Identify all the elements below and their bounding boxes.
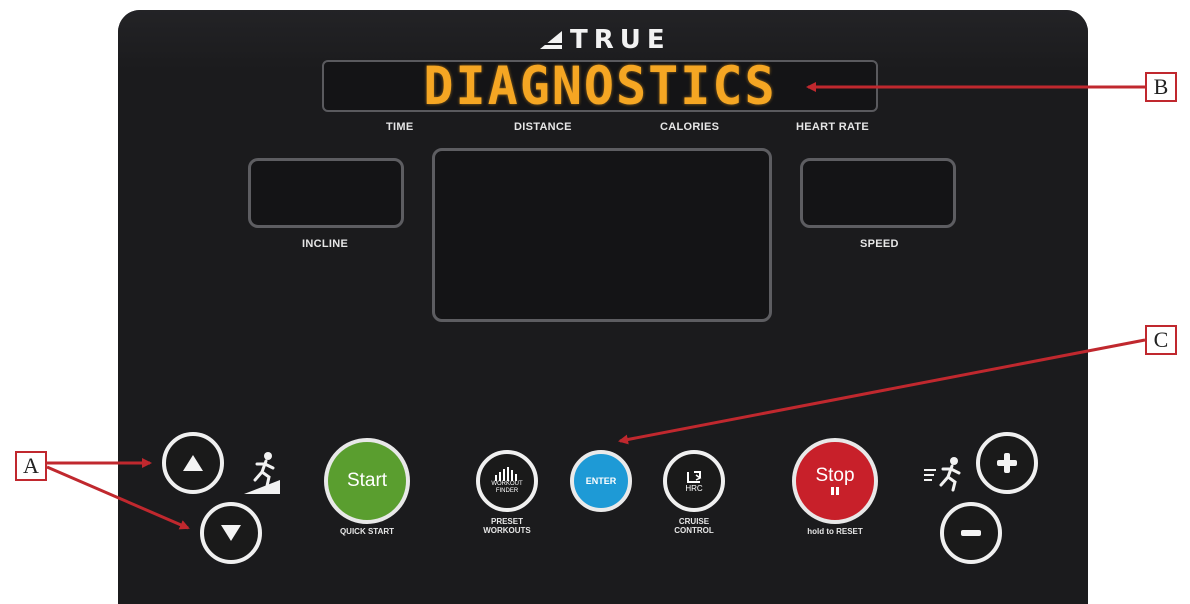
stop-button[interactable]: Stop — [792, 438, 878, 524]
minus-icon — [961, 530, 981, 536]
speed-window — [800, 158, 956, 228]
workout-finder-label-2: FINDER — [495, 488, 519, 494]
workout-finder-sublabel-1: PRESET — [490, 517, 523, 526]
center-display-window — [432, 148, 772, 322]
runner-incline-icon — [244, 452, 280, 494]
enter-button[interactable]: ENTER — [570, 450, 632, 512]
callout-b: B — [1145, 72, 1177, 102]
workout-finder-label-1: WORKOUT — [491, 481, 523, 487]
incline-down-button[interactable] — [200, 502, 262, 564]
runner-speed-icon — [924, 457, 961, 492]
label-heart-rate: HEART RATE — [796, 121, 870, 133]
incline-up-button[interactable] — [162, 432, 224, 494]
display-message: DIAGNOSTICS — [423, 55, 777, 117]
speed-up-button[interactable] — [976, 432, 1038, 494]
heart-rate-control-icon — [687, 470, 702, 483]
callout-c-arrow — [618, 338, 1146, 445]
workout-finder-sublabel-2: WORKOUTS — [483, 526, 531, 535]
triangle-up-icon — [183, 455, 203, 471]
label-calories: CALORIES — [660, 121, 720, 133]
start-button-label: Start — [346, 470, 388, 491]
true-logo-icon — [540, 31, 562, 49]
plus-icon — [997, 453, 1017, 473]
callout-a: A — [15, 451, 47, 481]
treadmill-console: TRUE DIAGNOSTICS TIME DISTANCE CALORIES … — [118, 10, 1088, 604]
workout-finder-sublabel: PRESET WORKOUTS — [472, 517, 542, 535]
label-incline: INCLINE — [302, 238, 349, 250]
triangle-down-icon — [221, 525, 241, 541]
brand-name: TRUE — [570, 25, 671, 55]
hrc-sublabel-2: CONTROL — [674, 526, 714, 535]
stop-sublabel: hold to RESET — [807, 527, 863, 536]
label-time: TIME — [386, 121, 414, 133]
incline-window — [248, 158, 404, 228]
enter-button-label: ENTER — [585, 476, 617, 486]
label-distance: DISTANCE — [514, 121, 572, 133]
hrc-button-label: HRC — [685, 483, 703, 493]
hrc-sublabel-1: CRUISE — [678, 517, 710, 526]
speed-down-button[interactable] — [940, 502, 1002, 564]
bar-graph-icon — [495, 467, 517, 481]
label-speed: SPEED — [860, 238, 899, 250]
stop-button-label: Stop — [815, 465, 855, 486]
hrc-button[interactable]: HRC — [663, 450, 725, 512]
pause-icon — [831, 487, 839, 495]
workout-finder-button[interactable]: WORKOUT FINDER — [476, 450, 538, 512]
brand-logo: TRUE — [538, 22, 678, 58]
hrc-sublabel: CRUISE CONTROL — [659, 517, 729, 535]
callout-a-arrow-down — [46, 465, 190, 530]
message-display: DIAGNOSTICS — [322, 60, 878, 112]
start-button[interactable]: Start — [324, 438, 410, 524]
callout-c: C — [1145, 325, 1177, 355]
start-sublabel: QUICK START — [339, 527, 395, 536]
